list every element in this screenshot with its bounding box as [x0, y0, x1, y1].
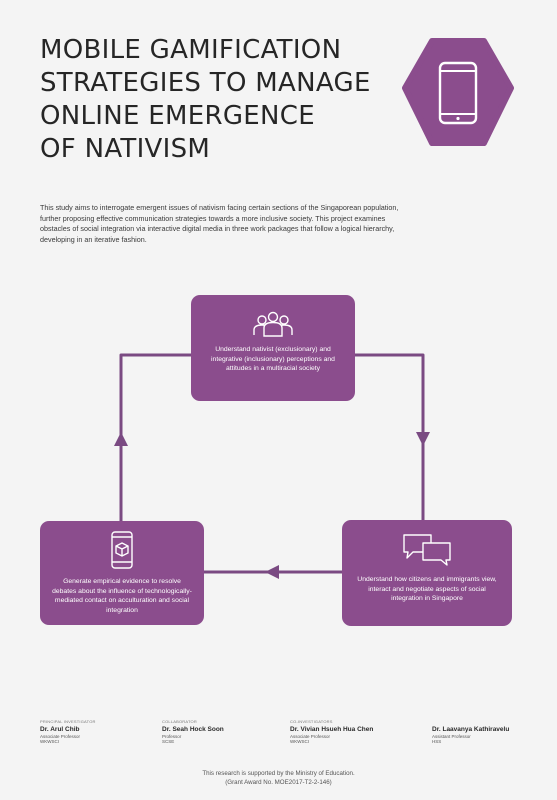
arrow-up	[114, 432, 128, 446]
member-department: WKWSCI	[290, 739, 309, 744]
member-department: SCSE	[162, 739, 175, 744]
connector-left-top	[119, 353, 191, 521]
connector-top-right	[355, 353, 425, 520]
member-position: Associate Professor	[40, 734, 81, 739]
member-name: Dr. Vivian Hsueh Hua Chen	[290, 726, 374, 733]
member-position: Assistant Professor	[432, 734, 471, 739]
smartphone-cube-icon	[111, 531, 133, 569]
title-line: STRATEGIES TO MANAGE	[40, 68, 371, 98]
funding-line: This research is supported by the Minist…	[202, 770, 355, 777]
team-member: PRINCIPAL INVESTIGATOR Dr. Arul Chib Ass…	[40, 719, 160, 744]
member-position: Associate Professor	[290, 734, 331, 739]
arrow-down	[416, 432, 430, 446]
chat-bubbles-icon	[403, 534, 451, 566]
flow-step-understand-nativism: Understand nativist (exclusionary) and i…	[191, 295, 355, 401]
intro-paragraph: This study aims to interrogate emergent …	[40, 203, 399, 244]
member-name: Dr. Laavanya Kathiravelu	[432, 726, 510, 733]
grant-number: (Grant Award No. MOE2017-T2-2-146)	[225, 779, 332, 786]
smartphone-icon	[402, 38, 514, 146]
poster-title: MOBILE GAMIFICATION STRATEGIES TO MANAGE…	[40, 34, 371, 166]
member-department: HSS	[432, 739, 442, 744]
people-group-icon	[253, 311, 293, 337]
member-name: Dr. Seah Hock Soon	[162, 726, 224, 733]
funding-note: This research is supported by the Minist…	[0, 769, 557, 787]
flow-step-text: Generate empirical evidence to resolve d…	[52, 578, 192, 614]
team-member: Dr. Laavanya Kathiravelu Assistant Profe…	[432, 719, 542, 744]
arrow-left	[265, 565, 279, 579]
member-department: WKWSCI	[40, 739, 59, 744]
member-role: CO-INVESTIGATORS	[290, 719, 333, 724]
member-role: PRINCIPAL INVESTIGATOR	[40, 719, 96, 724]
title-line: MOBILE GAMIFICATION	[40, 35, 342, 65]
flow-step-text: Understand nativist (exclusionary) and i…	[211, 346, 335, 372]
team-member: CO-INVESTIGATORS Dr. Vivian Hsueh Hua Ch…	[290, 719, 410, 744]
title-line: ONLINE EMERGENCE	[40, 101, 315, 131]
member-position: Professor	[162, 734, 182, 739]
team-member: COLLABORATOR Dr. Seah Hock Soon Professo…	[162, 719, 282, 744]
flow-step-understand-citizens: Understand how citizens and immigrants v…	[342, 520, 512, 626]
title-line: OF NATIVISM	[40, 134, 211, 164]
flow-step-text: Understand how citizens and immigrants v…	[357, 576, 497, 602]
member-role	[432, 719, 542, 724]
flow-step-generate-evidence: Generate empirical evidence to resolve d…	[40, 521, 204, 625]
member-name: Dr. Arul Chib	[40, 726, 80, 733]
member-role: COLLABORATOR	[162, 719, 197, 724]
